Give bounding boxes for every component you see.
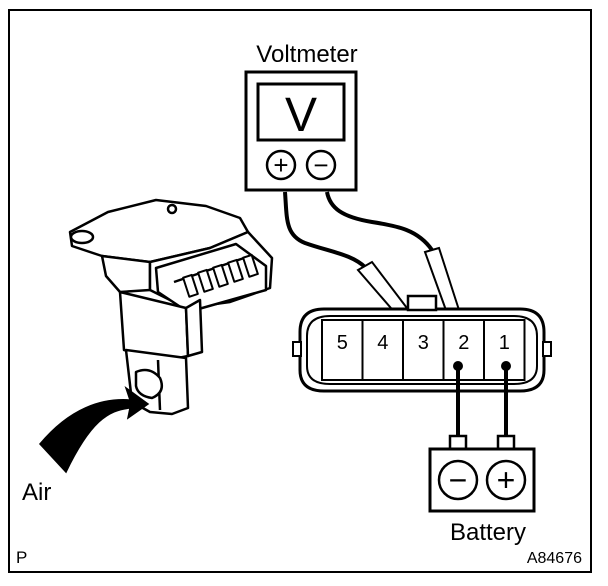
voltmeter-negative-terminal [305,149,337,181]
figure-code: A84676 [527,550,582,567]
voltmeter-title: Voltmeter [256,41,357,68]
air-label: Air [22,479,51,506]
sensor-body-left [100,254,152,294]
connector-pins: 5 4 3 2 1 [321,319,526,381]
voltmeter-negative-symbol: − [313,150,328,180]
sensor-screw [166,203,178,215]
connector-pin-label: 2 [458,332,469,354]
negative-lead-wire [325,191,434,252]
battery-negative-symbol: − [449,462,468,498]
air-flow-meter [68,198,274,416]
battery-positive-terminal [485,459,527,501]
pin-1-contact [501,361,511,371]
figure-frame [8,9,592,573]
air-flow-arrow [39,386,150,474]
sensor-socket-pins [182,253,259,298]
voltmeter: V + − [244,70,358,192]
connector-pin-label: 5 [337,332,348,354]
sensor-mount-hole [69,229,95,245]
battery-negative-terminal [437,459,479,501]
connector-right-key [542,341,552,357]
connector-latch [406,294,438,312]
voltmeter-positive-terminal [265,149,297,181]
battery: − + [428,434,536,513]
voltmeter-positive-symbol: + [273,150,288,180]
sensor-stem-side [184,298,204,358]
positive-lead-wire [283,191,368,270]
voltmeter-display-symbol: V [285,89,317,142]
connector: 5 4 3 2 1 [292,294,552,393]
connector-pin-label: 4 [377,332,388,354]
connector-left-key [292,341,302,357]
connector-pin-cell [321,319,364,381]
page-marker: P [16,548,27,567]
pin-2-contact [453,361,463,371]
voltmeter-display [256,82,346,142]
connector-inner-wall [306,315,538,385]
sensor-inlet-opening [134,368,163,400]
battery-positive-symbol: + [497,462,516,498]
battery-label: Battery [450,519,526,546]
connector-pin-label: 1 [499,332,510,354]
connector-pin-label: 3 [418,332,429,354]
